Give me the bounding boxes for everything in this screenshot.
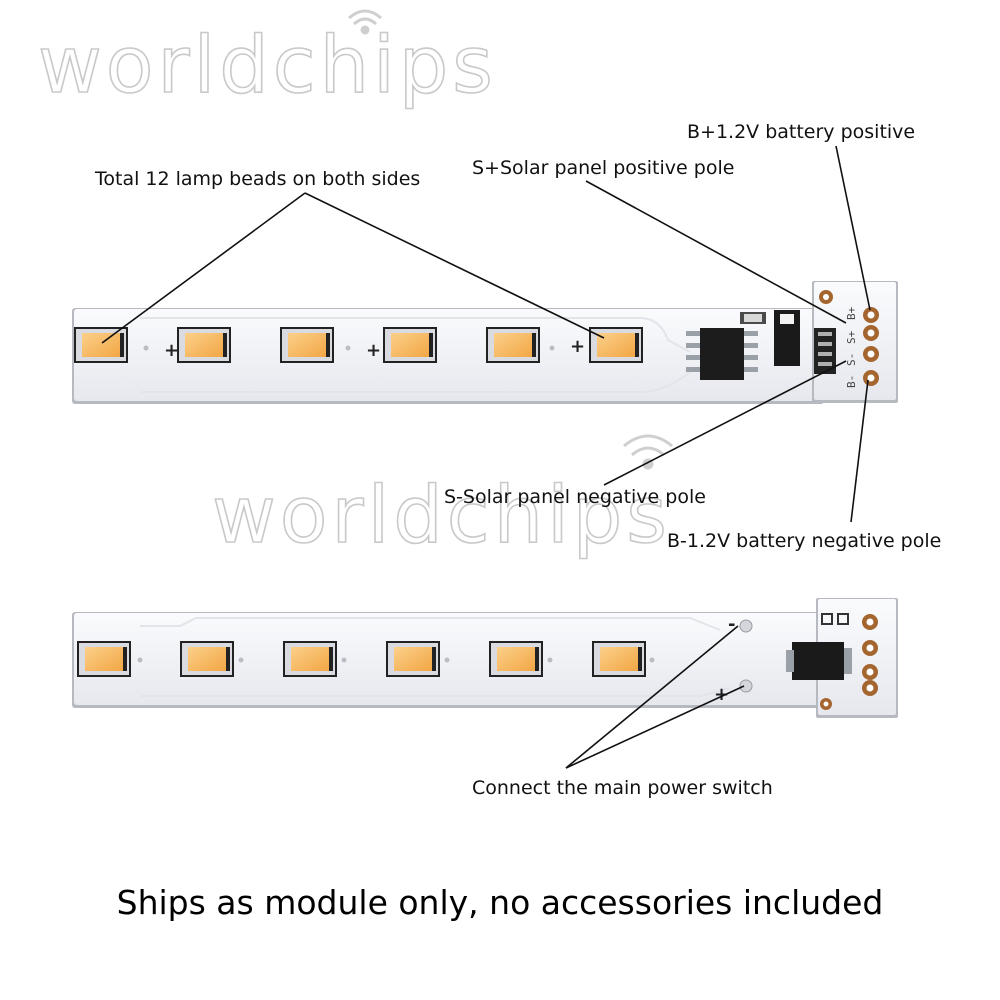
watermark-text-middle: worldchips (212, 471, 671, 561)
watermark-text-top: worldchips (38, 21, 497, 111)
wifi-icon (348, 9, 382, 35)
led-bead (180, 641, 234, 677)
led-bead (486, 327, 540, 363)
led-bead (489, 641, 543, 677)
pointer-lamp-right (304, 192, 605, 339)
led-bead (283, 641, 337, 677)
plus-mark: + (570, 336, 585, 357)
solder-pads-bottom (862, 614, 878, 696)
label-solar-positive: S+Solar panel positive pole (472, 157, 734, 179)
pointer-solar-positive (585, 180, 847, 324)
footer-note: Ships as module only, no accessories inc… (117, 883, 884, 922)
led-bead (77, 641, 131, 677)
pad-mark-s-minus: S- (845, 353, 858, 366)
watermark-top: worldchips (37, 9, 497, 112)
control-chip (686, 328, 758, 380)
pointer-battery-negative (850, 379, 869, 523)
bottom-board: - + (72, 598, 898, 718)
top-led-row (74, 327, 643, 363)
bottom-chip (792, 642, 844, 680)
led-bead (592, 641, 646, 677)
pad-mark-b-minus: B- (845, 375, 858, 388)
resistor-body (744, 314, 762, 322)
switch-pad-plus (739, 679, 753, 693)
label-lamp-beads: Total 12 lamp beads on both sides (94, 168, 420, 190)
solder-pads-top (819, 290, 879, 386)
watermark-middle: worldchips (211, 434, 673, 562)
led-bead (177, 327, 231, 363)
pad-mark-s-plus: S+ (845, 330, 858, 344)
plus-mark: + (366, 340, 381, 361)
pad-mark-b-plus: B+ (845, 306, 858, 320)
plus-mark: + (714, 684, 729, 705)
label-battery-positive: B+1.2V battery positive (687, 121, 915, 143)
pointer-switch-plus (565, 685, 745, 769)
label-power-switch: Connect the main power switch (472, 777, 773, 799)
pointer-solar-negative (603, 360, 847, 486)
bottom-led-row (77, 641, 646, 677)
pointer-switch-minus (565, 625, 739, 769)
plus-mark: + (164, 340, 179, 361)
label-battery-negative: B-1.2V battery negative pole (667, 530, 941, 552)
switch-pad-minus (739, 619, 753, 633)
led-bead (74, 327, 128, 363)
pointer-lamp-left (101, 192, 306, 344)
led-bead (383, 327, 437, 363)
pointer-lines (101, 145, 871, 769)
led-bead (280, 327, 334, 363)
minus-mark: - (728, 614, 735, 635)
pointer-battery-positive (835, 145, 871, 311)
led-bead (386, 641, 440, 677)
switch-pins (814, 328, 836, 374)
label-solar-negative: S-Solar panel negative pole (444, 486, 706, 508)
led-bead (589, 327, 643, 363)
top-board: + + + B+ (72, 281, 898, 404)
